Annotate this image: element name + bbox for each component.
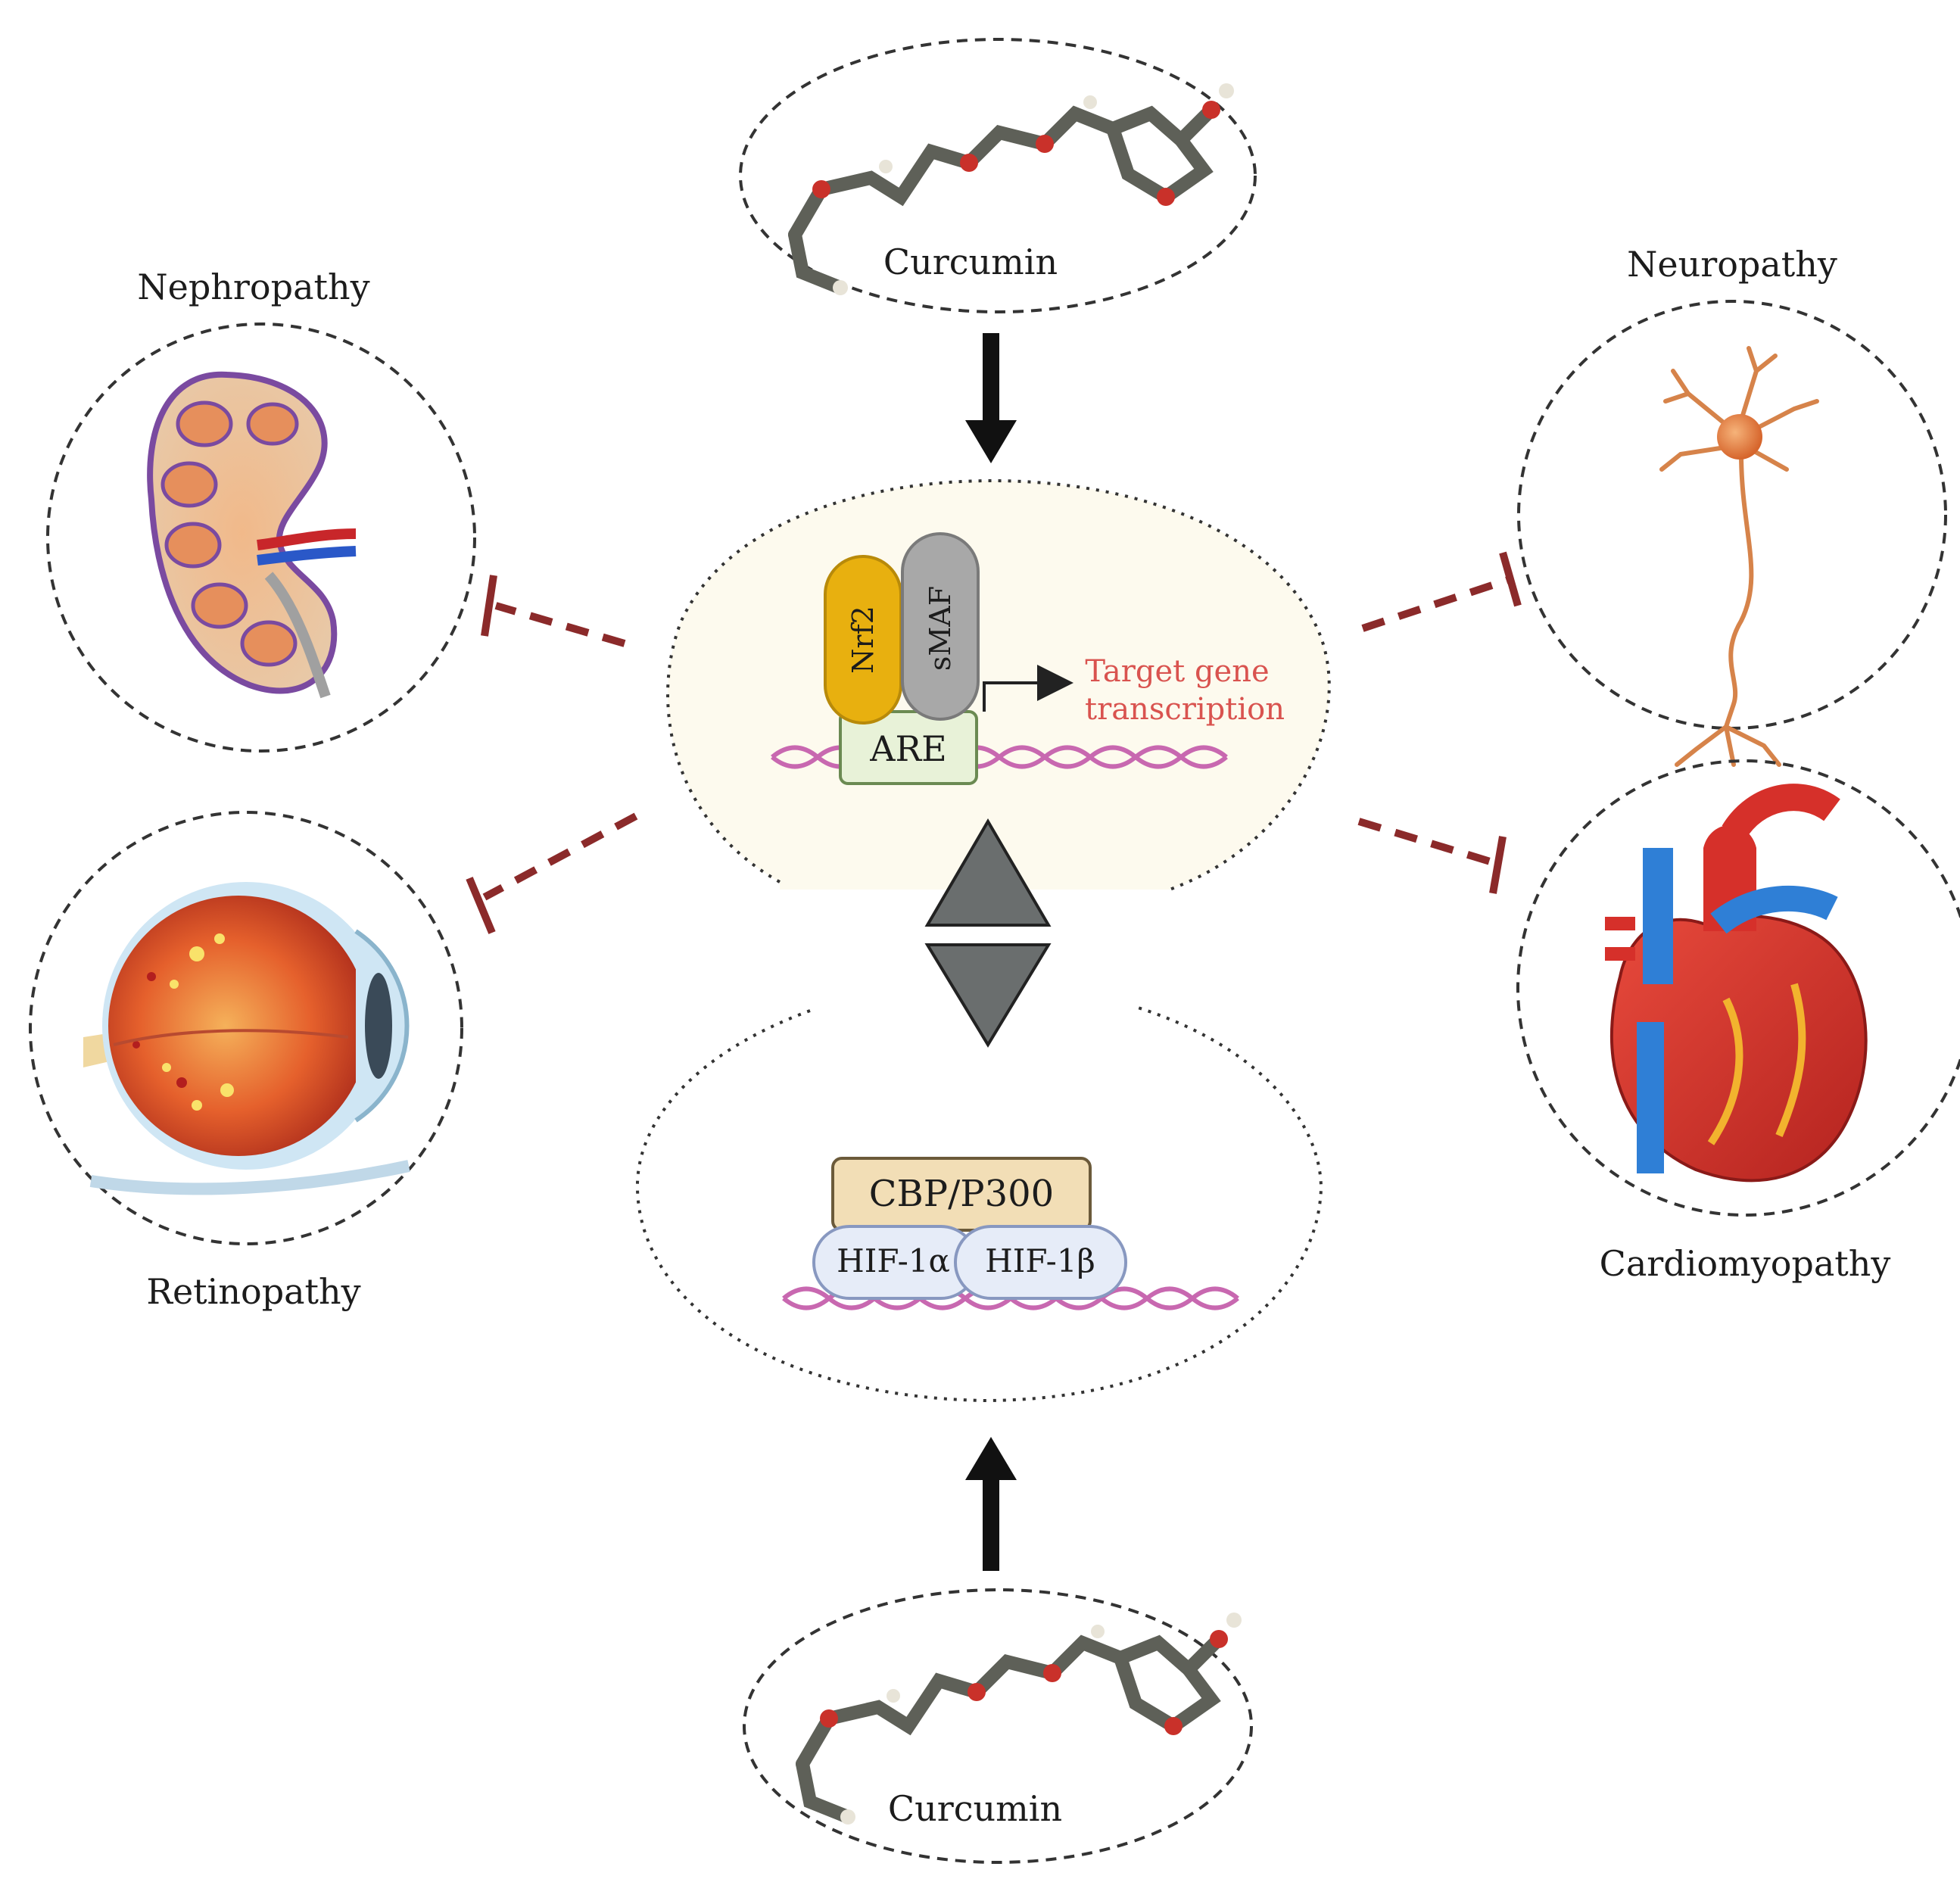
nephropathy-label: Nephropathy xyxy=(137,266,369,307)
transcription-arrow xyxy=(983,665,1073,712)
inhibit-cardiomyopathy-bar xyxy=(1489,836,1507,894)
nrf2-pathway-group: ARE Nrf2 sMAF Target gene transcription xyxy=(666,478,1331,891)
retinopathy-label: Retinopathy xyxy=(146,1271,360,1312)
cardiomyopathy-circle xyxy=(1516,759,1960,1217)
cardiomyopathy-label: Cardiomyopathy xyxy=(1600,1243,1891,1284)
are-box xyxy=(839,710,978,785)
bottom-curcumin-group: Curcumin xyxy=(743,1588,1253,1864)
kidney-icon xyxy=(147,371,357,699)
bottom-curcumin-molecule xyxy=(796,1632,1226,1824)
up-triangle xyxy=(924,818,1052,927)
neuron-soma xyxy=(1717,414,1762,460)
hif-ellipse xyxy=(635,1005,1323,1403)
top-curcumin-circle xyxy=(739,38,1257,313)
top-curcumin-molecule xyxy=(788,103,1218,294)
top-curcumin-atoms xyxy=(812,83,1234,295)
nephropathy-circle xyxy=(46,323,476,753)
nrf2-label: Nrf2 xyxy=(846,606,880,674)
bottom-curcumin-circle xyxy=(743,1588,1253,1864)
top-arrow xyxy=(965,333,1017,463)
bottom-arrow xyxy=(965,1437,1017,1571)
inhibit-retinopathy-line xyxy=(482,812,638,901)
nephropathy-group: Nephropathy xyxy=(46,266,476,753)
eye-icon xyxy=(83,882,410,1195)
hif-pathway-group: CBP/P300 HIF-1α HIF-1β xyxy=(635,1005,1323,1403)
inhibit-neuropathy-line xyxy=(1361,575,1512,632)
target-gene-line1: Target gene xyxy=(1085,654,1269,689)
neuropathy-label: Neuropathy xyxy=(1627,244,1837,285)
cbp-p300-box xyxy=(831,1157,1092,1232)
neuron-icon xyxy=(1659,346,1819,767)
top-curcumin-label: Curcumin xyxy=(883,242,1058,282)
hif1a-label: HIF-1α xyxy=(837,1242,950,1279)
inhibition-lines xyxy=(466,551,1522,934)
smaf-protein xyxy=(901,532,980,721)
inhibit-retinopathy-bar xyxy=(466,877,496,934)
target-gene-line2: transcription xyxy=(1085,692,1285,727)
retinopathy-circle xyxy=(29,811,463,1245)
retinopathy-group: Retinopathy xyxy=(29,811,463,1312)
equilibrium-triangles xyxy=(924,818,1052,1048)
heart-icon xyxy=(1605,784,1868,1183)
inhibit-cardiomyopathy-line xyxy=(1357,818,1497,867)
hif1b-label: HIF-1β xyxy=(985,1242,1095,1279)
neuropathy-group: Neuropathy xyxy=(1517,244,1947,767)
bottom-curcumin-atoms xyxy=(820,1613,1242,1825)
hif1b-box xyxy=(954,1225,1127,1300)
down-triangle xyxy=(924,943,1052,1048)
inhibit-neuropathy-bar xyxy=(1499,551,1522,607)
smaf-label: sMAF xyxy=(924,586,957,671)
cbp-p300-label: CBP/P300 xyxy=(869,1173,1054,1215)
cardiomyopathy-group: Cardiomyopathy xyxy=(1516,759,1960,1284)
top-curcumin-group: Curcumin xyxy=(739,38,1257,313)
inhibit-nephropathy-line xyxy=(494,602,626,647)
inhibit-nephropathy-bar xyxy=(481,575,497,637)
bottom-curcumin-label: Curcumin xyxy=(888,1788,1062,1829)
are-label: ARE xyxy=(869,728,946,769)
